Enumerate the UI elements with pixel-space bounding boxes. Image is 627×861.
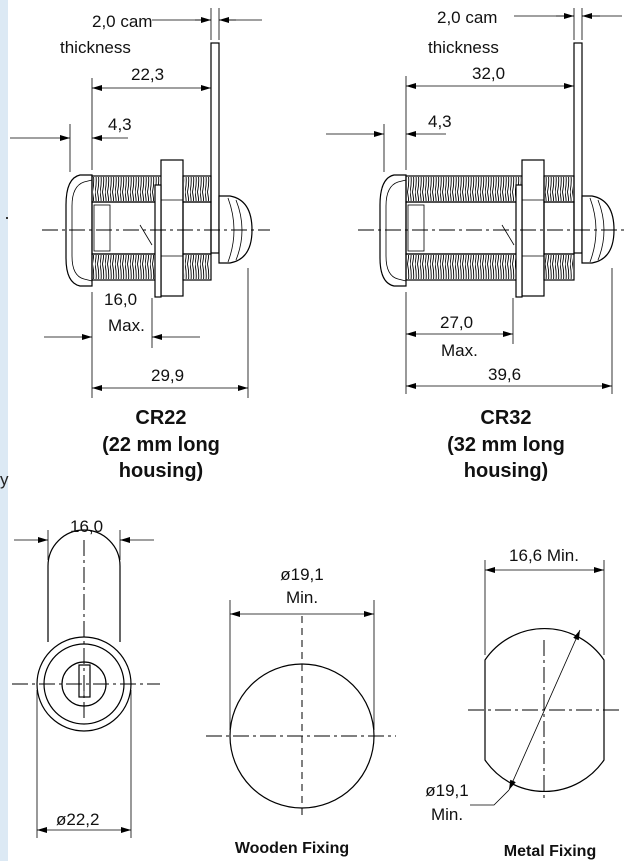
sidebar-strip: [0, 0, 8, 861]
metal-fixing-view: 16,6 Min. ø19,1 Min. Metal Fixing: [425, 546, 620, 860]
cr22-total-label: 29,9: [151, 366, 184, 385]
front-width-label: 16,0: [70, 517, 103, 536]
cr22-side-view: 2,0 cam thickness 22,3 4,3 16,0 Max. 29,…: [10, 8, 270, 482]
wooden-hole-label-2: Min.: [286, 588, 318, 607]
cr32-caption-3: housing): [464, 460, 548, 482]
cr22-cam-thickness-label-2: thickness: [60, 38, 131, 57]
cr22-caption-2: (22 mm long: [102, 434, 220, 456]
cr32-cam-length-label: 32,0: [472, 64, 505, 83]
cr22-caption-3: housing): [119, 460, 203, 482]
metal-fixing-caption: Metal Fixing: [504, 843, 596, 860]
stray-mark: [6, 217, 8, 219]
front-diameter-label: ø22,2: [56, 810, 99, 829]
metal-hole-label: ø19,1: [425, 781, 468, 800]
cr32-max-label-2: Max.: [441, 341, 478, 360]
cr32-caption-2: (32 mm long: [447, 434, 565, 456]
front-view: 16,0 ø22,2: [12, 517, 160, 838]
wooden-hole-label: ø19,1: [280, 565, 323, 584]
cr32-side-view: 2,0 cam thickness 32,0 4,3 27,0 Max. 39,…: [326, 8, 624, 482]
cr22-flange-label: 4,3: [108, 115, 132, 134]
cr32-cam-thickness-label: 2,0 cam: [437, 8, 497, 27]
cr22-max-label-2: Max.: [108, 316, 145, 335]
cr32-total-label: 39,6: [488, 365, 521, 384]
cr22-max-label: 16,0: [104, 290, 137, 309]
cr22-cam-length-label: 22,3: [131, 65, 164, 84]
wooden-fixing-caption: Wooden Fixing: [235, 840, 349, 857]
cr22-caption-1: CR22: [135, 407, 186, 429]
stray-letter: y: [0, 470, 9, 489]
cr32-caption-1: CR32: [480, 407, 531, 429]
wooden-fixing-view: ø19,1 Min. Wooden Fixing: [206, 565, 396, 857]
cr22-cam-thickness-label: 2,0 cam: [92, 12, 152, 31]
cr32-flange-label: 4,3: [428, 112, 452, 131]
cr32-max-label: 27,0: [440, 313, 473, 332]
metal-flat-label: 16,6 Min.: [509, 546, 579, 565]
cr32-cam-thickness-label-2: thickness: [428, 38, 499, 57]
metal-hole-label-2: Min.: [431, 805, 463, 824]
